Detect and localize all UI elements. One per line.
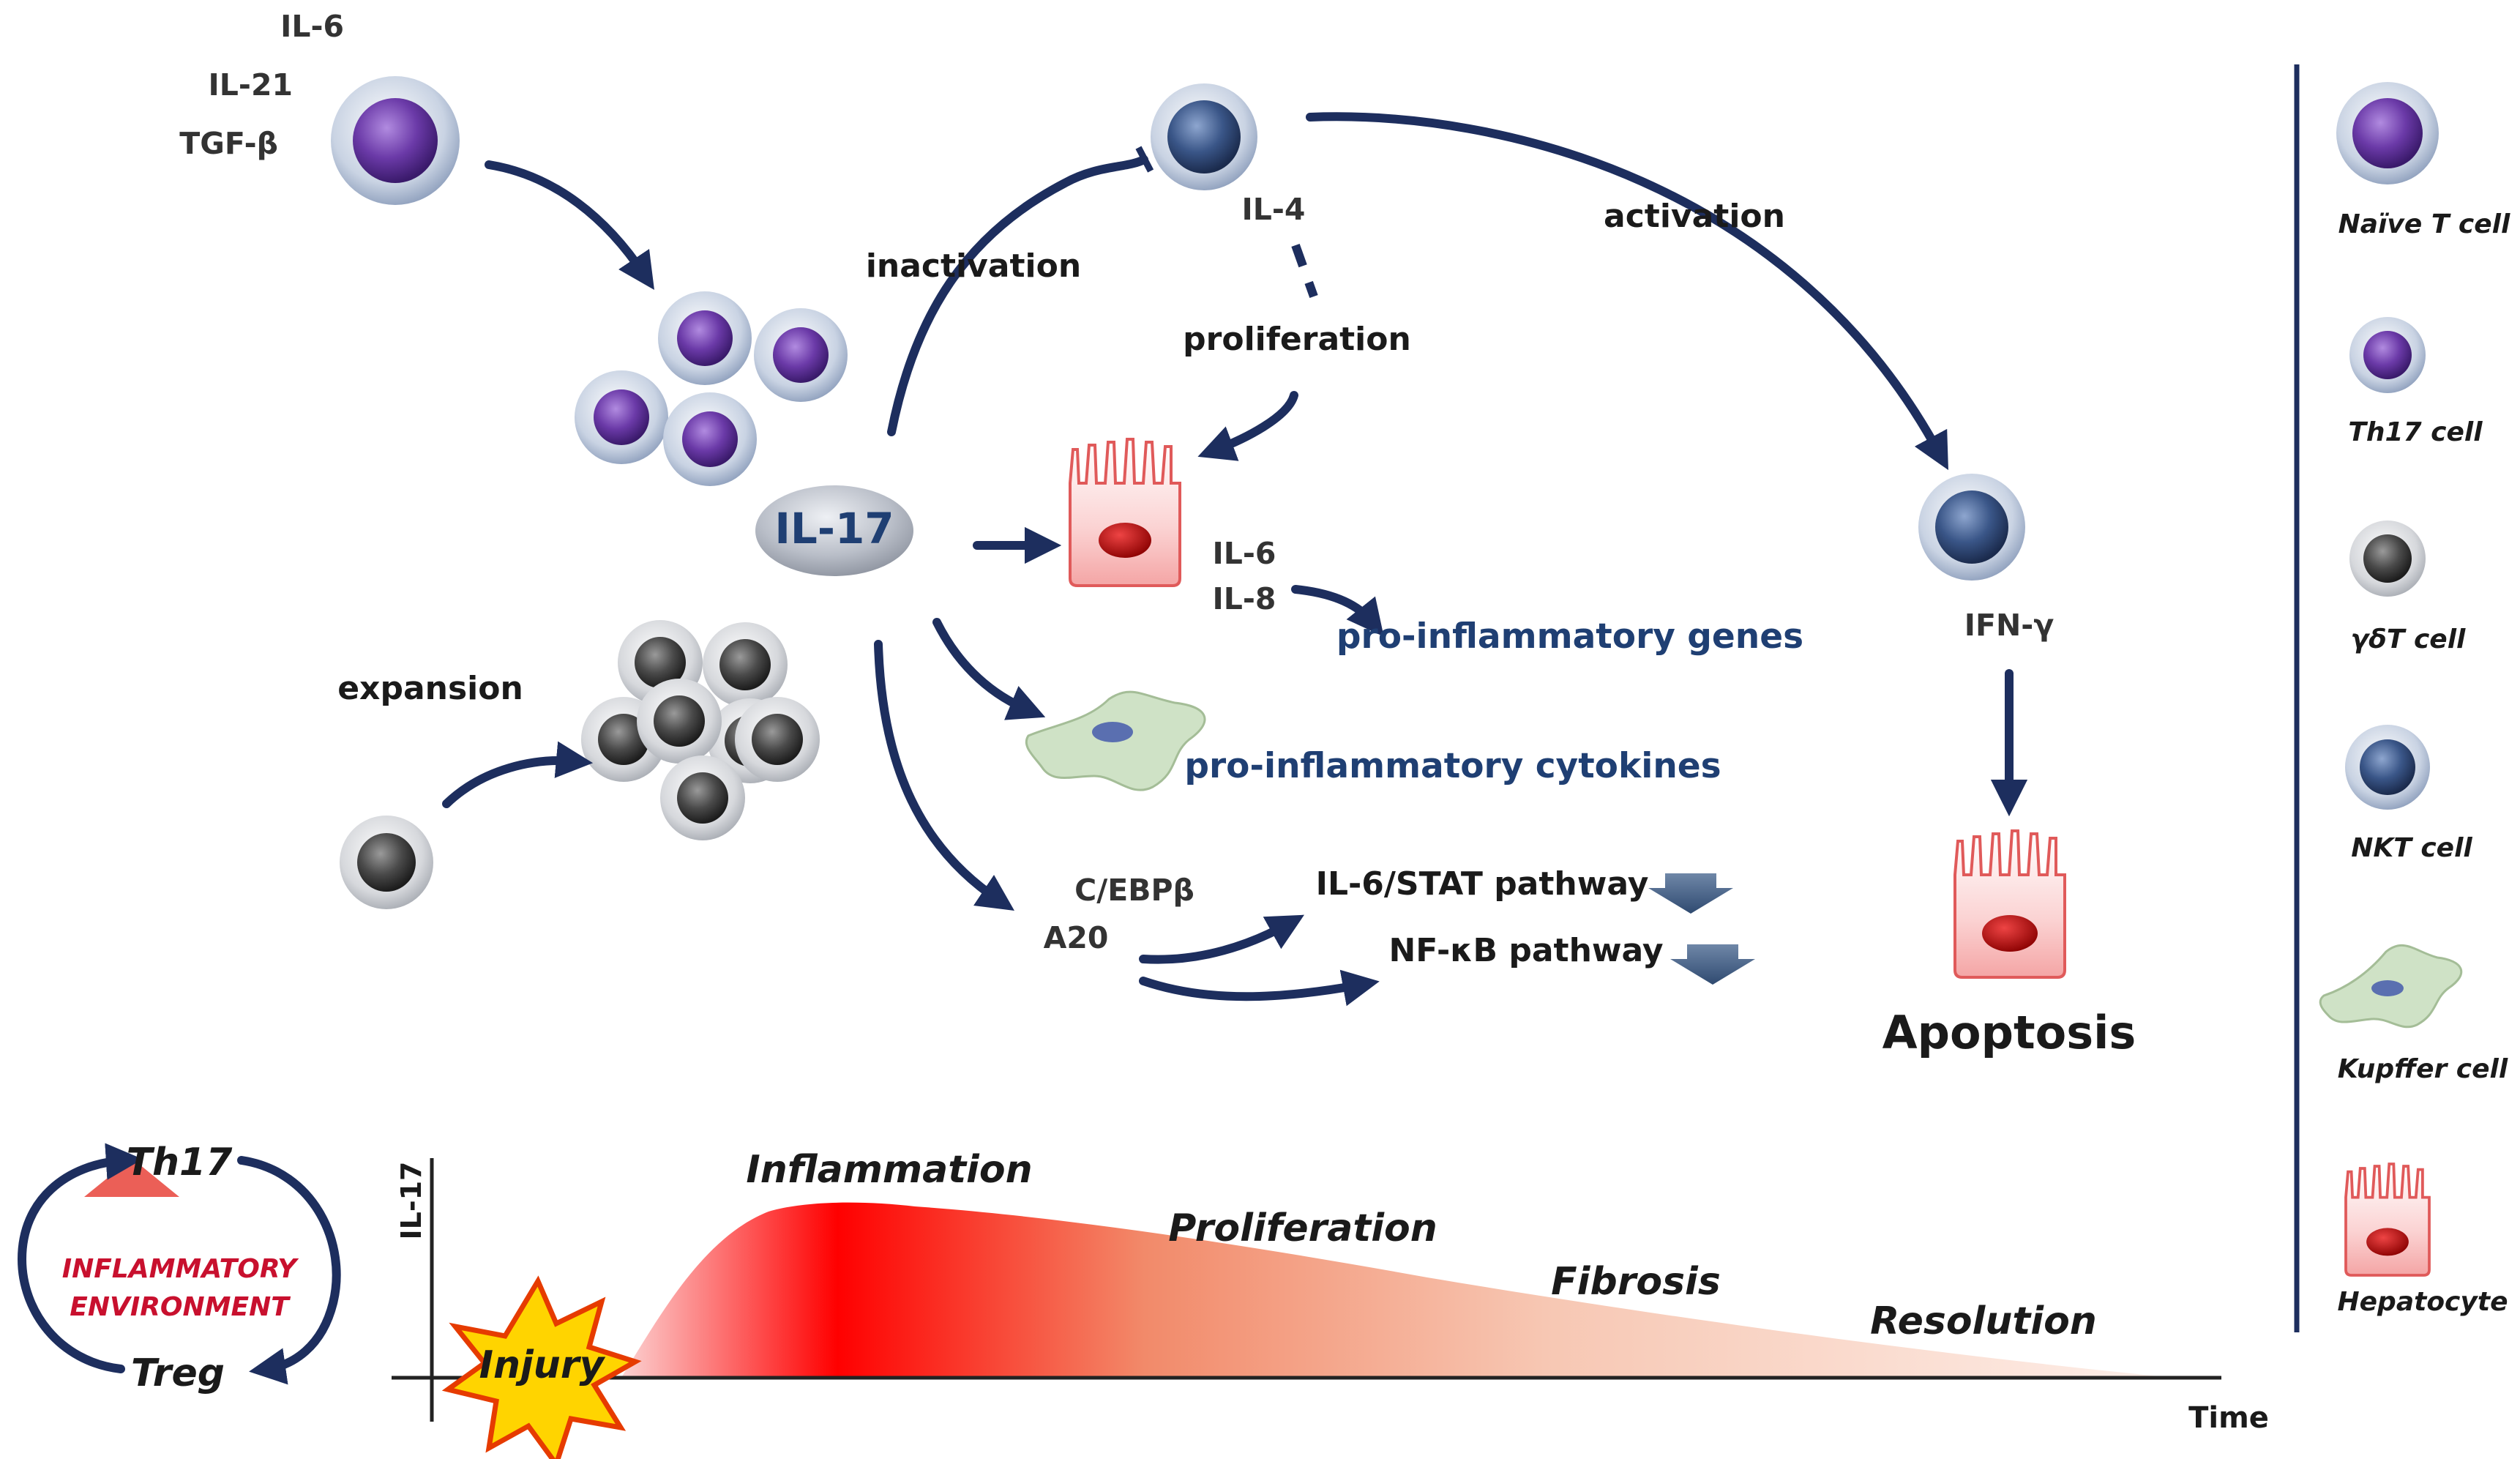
il17-inactivation-path [887, 146, 1154, 436]
proinflammatory-cytokines-label: pro-inflammatory cytokines [1184, 746, 1721, 786]
cycle-th17-label: Th17 [127, 1141, 233, 1184]
cycle-treg-label: Treg [131, 1351, 225, 1395]
environment-label: ENVIRONMENT [70, 1292, 291, 1322]
injury-label: Injury [479, 1343, 606, 1387]
apoptosis-label: Apoptosis [1882, 1006, 2136, 1059]
timeline-y-label: IL-17 [395, 1161, 427, 1239]
inflammation-curve [622, 1202, 2159, 1376]
cycle-arrow-right [237, 1156, 341, 1385]
hepatocyte-apoptosis [1953, 829, 2066, 979]
phase-resolution: Resolution [1870, 1299, 2097, 1343]
svg-text:IL-17: IL-17 [774, 504, 894, 553]
il4-activation-arrow [1306, 112, 1948, 471]
proinflammatory-genes-label: pro-inflammatory genes [1336, 616, 1803, 657]
legend-kupffer-cell: Kupffer cell [2319, 944, 2508, 1084]
naive-to-th17-arrow [485, 160, 654, 290]
phase-proliferation: Proliferation [1168, 1206, 1437, 1250]
proliferation-label: proliferation [1183, 321, 1411, 358]
il8-to-genes-arrow [1291, 585, 1384, 637]
kupffer-cell [1025, 690, 1206, 791]
svg-text:Naïve T cell: Naïve T cell [2338, 209, 2510, 239]
svg-text:Hepatocyte: Hepatocyte [2338, 1287, 2508, 1317]
proliferation-arrow [1197, 391, 1298, 461]
legend-hepatocyte: Hepatocyte [2338, 1163, 2508, 1317]
stimulus-il6: IL-6 [280, 9, 344, 44]
hep-cytokine-il6: IL-6 [1213, 536, 1276, 571]
hepatocyte-center [1069, 438, 1181, 587]
tf-to-nfkb-arrow [1139, 969, 1380, 1007]
svg-text:Th17 cell: Th17 cell [2348, 417, 2483, 447]
tf-a20-label: A20 [1044, 920, 1109, 955]
il17-ellipse: IL-17 [755, 485, 913, 576]
il6-stat-pathway-label: IL-6/STAT pathway [1316, 865, 1649, 903]
ifng-label: IFN-γ [1964, 608, 2054, 643]
activation-label: activation [1604, 198, 1785, 235]
tf-to-il6-stat-arrow [1139, 914, 1304, 964]
gammadelta-t-cell-single [340, 816, 433, 909]
il17-timeline: IL-17 Time Injury Inflammation Prolifera… [392, 1148, 2269, 1459]
stimulus-il21: IL-21 [209, 67, 293, 102]
svg-text:γδT cell: γδT cell [2351, 624, 2466, 654]
svg-text:Kupffer cell: Kupffer cell [2338, 1054, 2508, 1084]
nfkb-pathway-label: NF-κB pathway [1388, 932, 1663, 969]
nfkb-down-arrow [1670, 944, 1755, 985]
naive-t-cell [331, 76, 460, 205]
inflammatory-label: INFLAMMATORY [62, 1254, 300, 1284]
inactivation-label: inactivation [866, 247, 1081, 285]
th17-cell-cluster [575, 291, 848, 486]
legend-gammadelta-t-cell: γδT cell [2349, 520, 2466, 654]
nkt-cell-right [1918, 474, 2025, 581]
phase-fibrosis: Fibrosis [1551, 1260, 1721, 1304]
stimulus-tgfb: TGF-β [179, 126, 278, 161]
phase-inflammation: Inflammation [746, 1148, 1032, 1192]
nkt-cell-top [1151, 83, 1257, 190]
il17-to-kupffer-arrow [932, 618, 1046, 720]
hep-cytokine-il8: IL-8 [1213, 581, 1276, 616]
cycle-arrow-left [17, 1143, 143, 1373]
svg-text:NKT cell: NKT cell [2351, 833, 2472, 863]
il6-stat-down-arrow [1648, 873, 1733, 914]
il4-dashed-link [1291, 243, 1318, 299]
il4-label: IL-4 [1242, 192, 1306, 227]
legend-naive-t-cell: Naïve T cell [2336, 82, 2510, 239]
expansion-label: expansion [337, 670, 523, 707]
gammadelta-t-cell-cluster [581, 620, 820, 840]
tf-cebpb-label: C/EBPβ [1074, 873, 1194, 908]
th17-treg-cycle: Th17 Treg INFLAMMATORY ENVIRONMENT [17, 1141, 341, 1395]
timeline-x-label: Time [2188, 1401, 2269, 1435]
legend-nkt-cell: NKT cell [2345, 725, 2472, 863]
injury-burst: Injury [441, 1275, 642, 1459]
il17-to-tf-arrow [874, 640, 1014, 911]
expansion-arrow [442, 741, 594, 808]
legend-th17-cell: Th17 cell [2348, 317, 2483, 447]
